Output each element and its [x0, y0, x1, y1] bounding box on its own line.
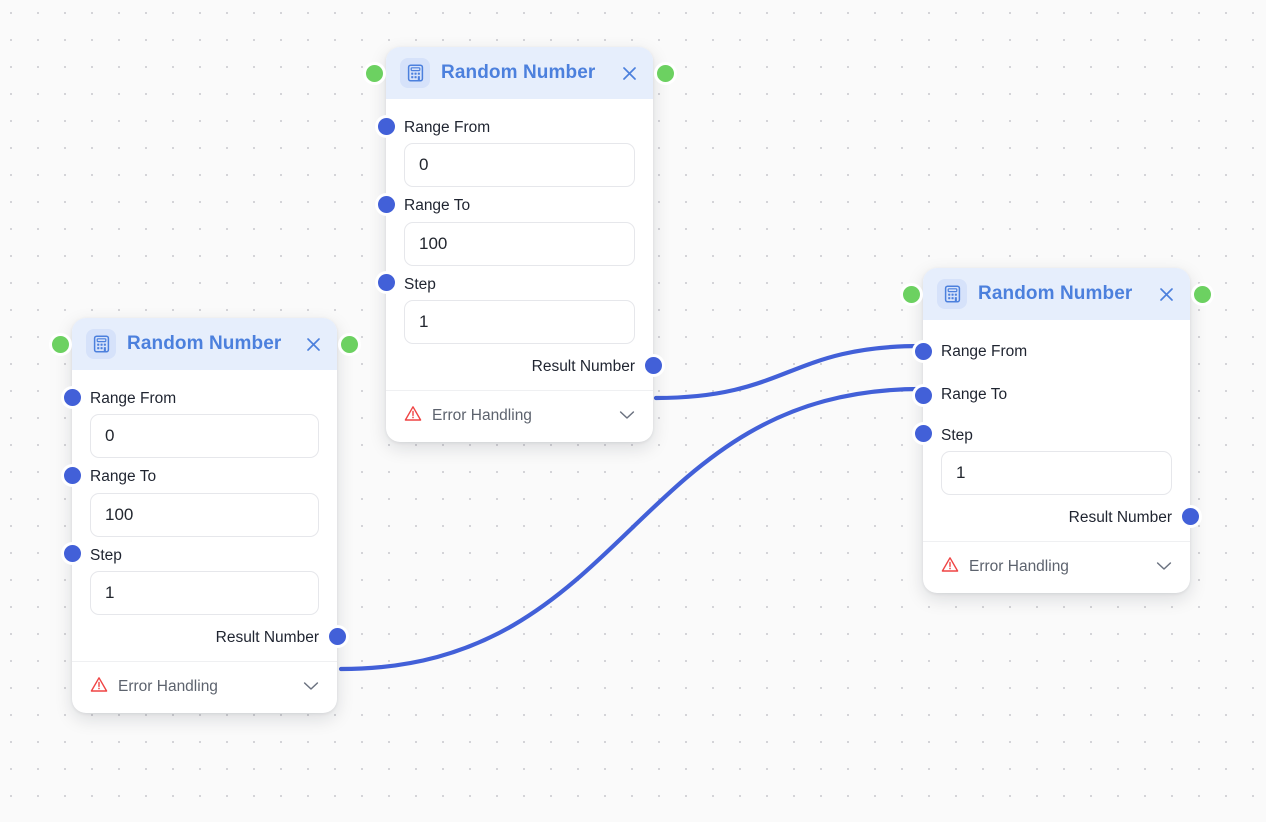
input-port-node-middle-2[interactable]	[374, 271, 398, 295]
input-range-to[interactable]	[404, 221, 635, 266]
input-port-node-right-2[interactable]	[911, 422, 935, 446]
flow-in-port-node-middle[interactable]	[362, 61, 386, 85]
chevron-down-icon[interactable]	[1156, 558, 1172, 576]
error-handling-section[interactable]: Error Handling	[923, 541, 1190, 593]
error-handling-section[interactable]: Error Handling	[386, 390, 653, 442]
input-port-node-left-0[interactable]	[60, 385, 84, 409]
node-title: Random Number	[127, 333, 282, 354]
output-label: Result Number	[531, 358, 635, 376]
node-header[interactable]: Random Number	[72, 318, 337, 370]
field-step: Step	[923, 417, 1190, 496]
field-range-to: Range To	[923, 373, 1190, 416]
input-step[interactable]	[404, 300, 635, 345]
calculator-icon	[86, 329, 116, 359]
input-port-node-left-1[interactable]	[60, 464, 84, 488]
field-step: Step	[72, 537, 337, 616]
input-step[interactable]	[941, 451, 1172, 496]
field-range-from: Range From	[386, 109, 653, 188]
node-header[interactable]: Random Number	[386, 47, 653, 99]
edge-0[interactable]	[653, 343, 924, 401]
flow-out-port-node-right[interactable]	[1190, 282, 1214, 306]
input-port-node-right-1[interactable]	[911, 383, 935, 407]
error-handling-section[interactable]: Error Handling	[72, 661, 337, 713]
error-handling-label: Error Handling	[969, 558, 1069, 576]
input-range-from[interactable]	[404, 143, 635, 188]
output-port-node-middle[interactable]	[641, 353, 665, 377]
input-port-node-middle-1[interactable]	[374, 193, 398, 217]
calculator-icon	[400, 58, 430, 88]
output-row: Result Number	[923, 495, 1190, 537]
chevron-down-icon[interactable]	[303, 678, 319, 696]
warning-triangle-icon	[90, 676, 108, 698]
flow-in-port-node-right[interactable]	[899, 282, 923, 306]
field-label: Step	[90, 546, 122, 564]
input-port-node-left-2[interactable]	[60, 542, 84, 566]
input-range-from[interactable]	[90, 414, 319, 459]
input-port-node-right-0[interactable]	[911, 340, 935, 364]
flow-out-port-node-middle[interactable]	[653, 61, 677, 85]
field-range-to: Range To	[72, 458, 337, 537]
field-range-from: Range From	[72, 380, 337, 459]
field-step: Step	[386, 266, 653, 345]
output-port-node-right[interactable]	[1178, 504, 1202, 528]
output-label: Result Number	[1068, 509, 1172, 527]
output-port-node-left[interactable]	[325, 624, 349, 648]
field-range-from: Range From	[923, 330, 1190, 373]
input-step[interactable]	[90, 571, 319, 616]
output-label: Result Number	[215, 629, 319, 647]
field-label: Range To	[404, 197, 471, 215]
field-label: Range From	[90, 390, 177, 407]
warning-triangle-icon	[404, 405, 422, 427]
node-title: Random Number	[441, 62, 596, 83]
close-icon[interactable]	[1156, 284, 1176, 304]
field-label: Step	[404, 275, 436, 293]
input-range-to[interactable]	[90, 492, 319, 537]
close-icon[interactable]	[619, 63, 639, 83]
warning-triangle-icon	[941, 556, 959, 578]
output-row: Result Number	[72, 615, 337, 657]
node-title: Random Number	[978, 283, 1133, 304]
close-icon[interactable]	[303, 334, 323, 354]
node-header[interactable]: Random Number	[923, 268, 1190, 320]
field-range-to: Range To	[386, 187, 653, 266]
field-label: Range To	[941, 386, 1008, 404]
input-port-node-middle-0[interactable]	[374, 114, 398, 138]
field-label: Range From	[941, 343, 1028, 360]
field-label: Range From	[404, 119, 491, 136]
flow-out-port-node-left[interactable]	[337, 332, 361, 356]
calculator-icon	[937, 279, 967, 309]
flow-in-port-node-left[interactable]	[48, 332, 72, 356]
output-row: Result Number	[386, 344, 653, 386]
error-handling-label: Error Handling	[118, 678, 218, 696]
field-label: Range To	[90, 468, 157, 486]
error-handling-label: Error Handling	[432, 407, 532, 425]
field-label: Step	[941, 426, 973, 444]
chevron-down-icon[interactable]	[619, 407, 635, 425]
